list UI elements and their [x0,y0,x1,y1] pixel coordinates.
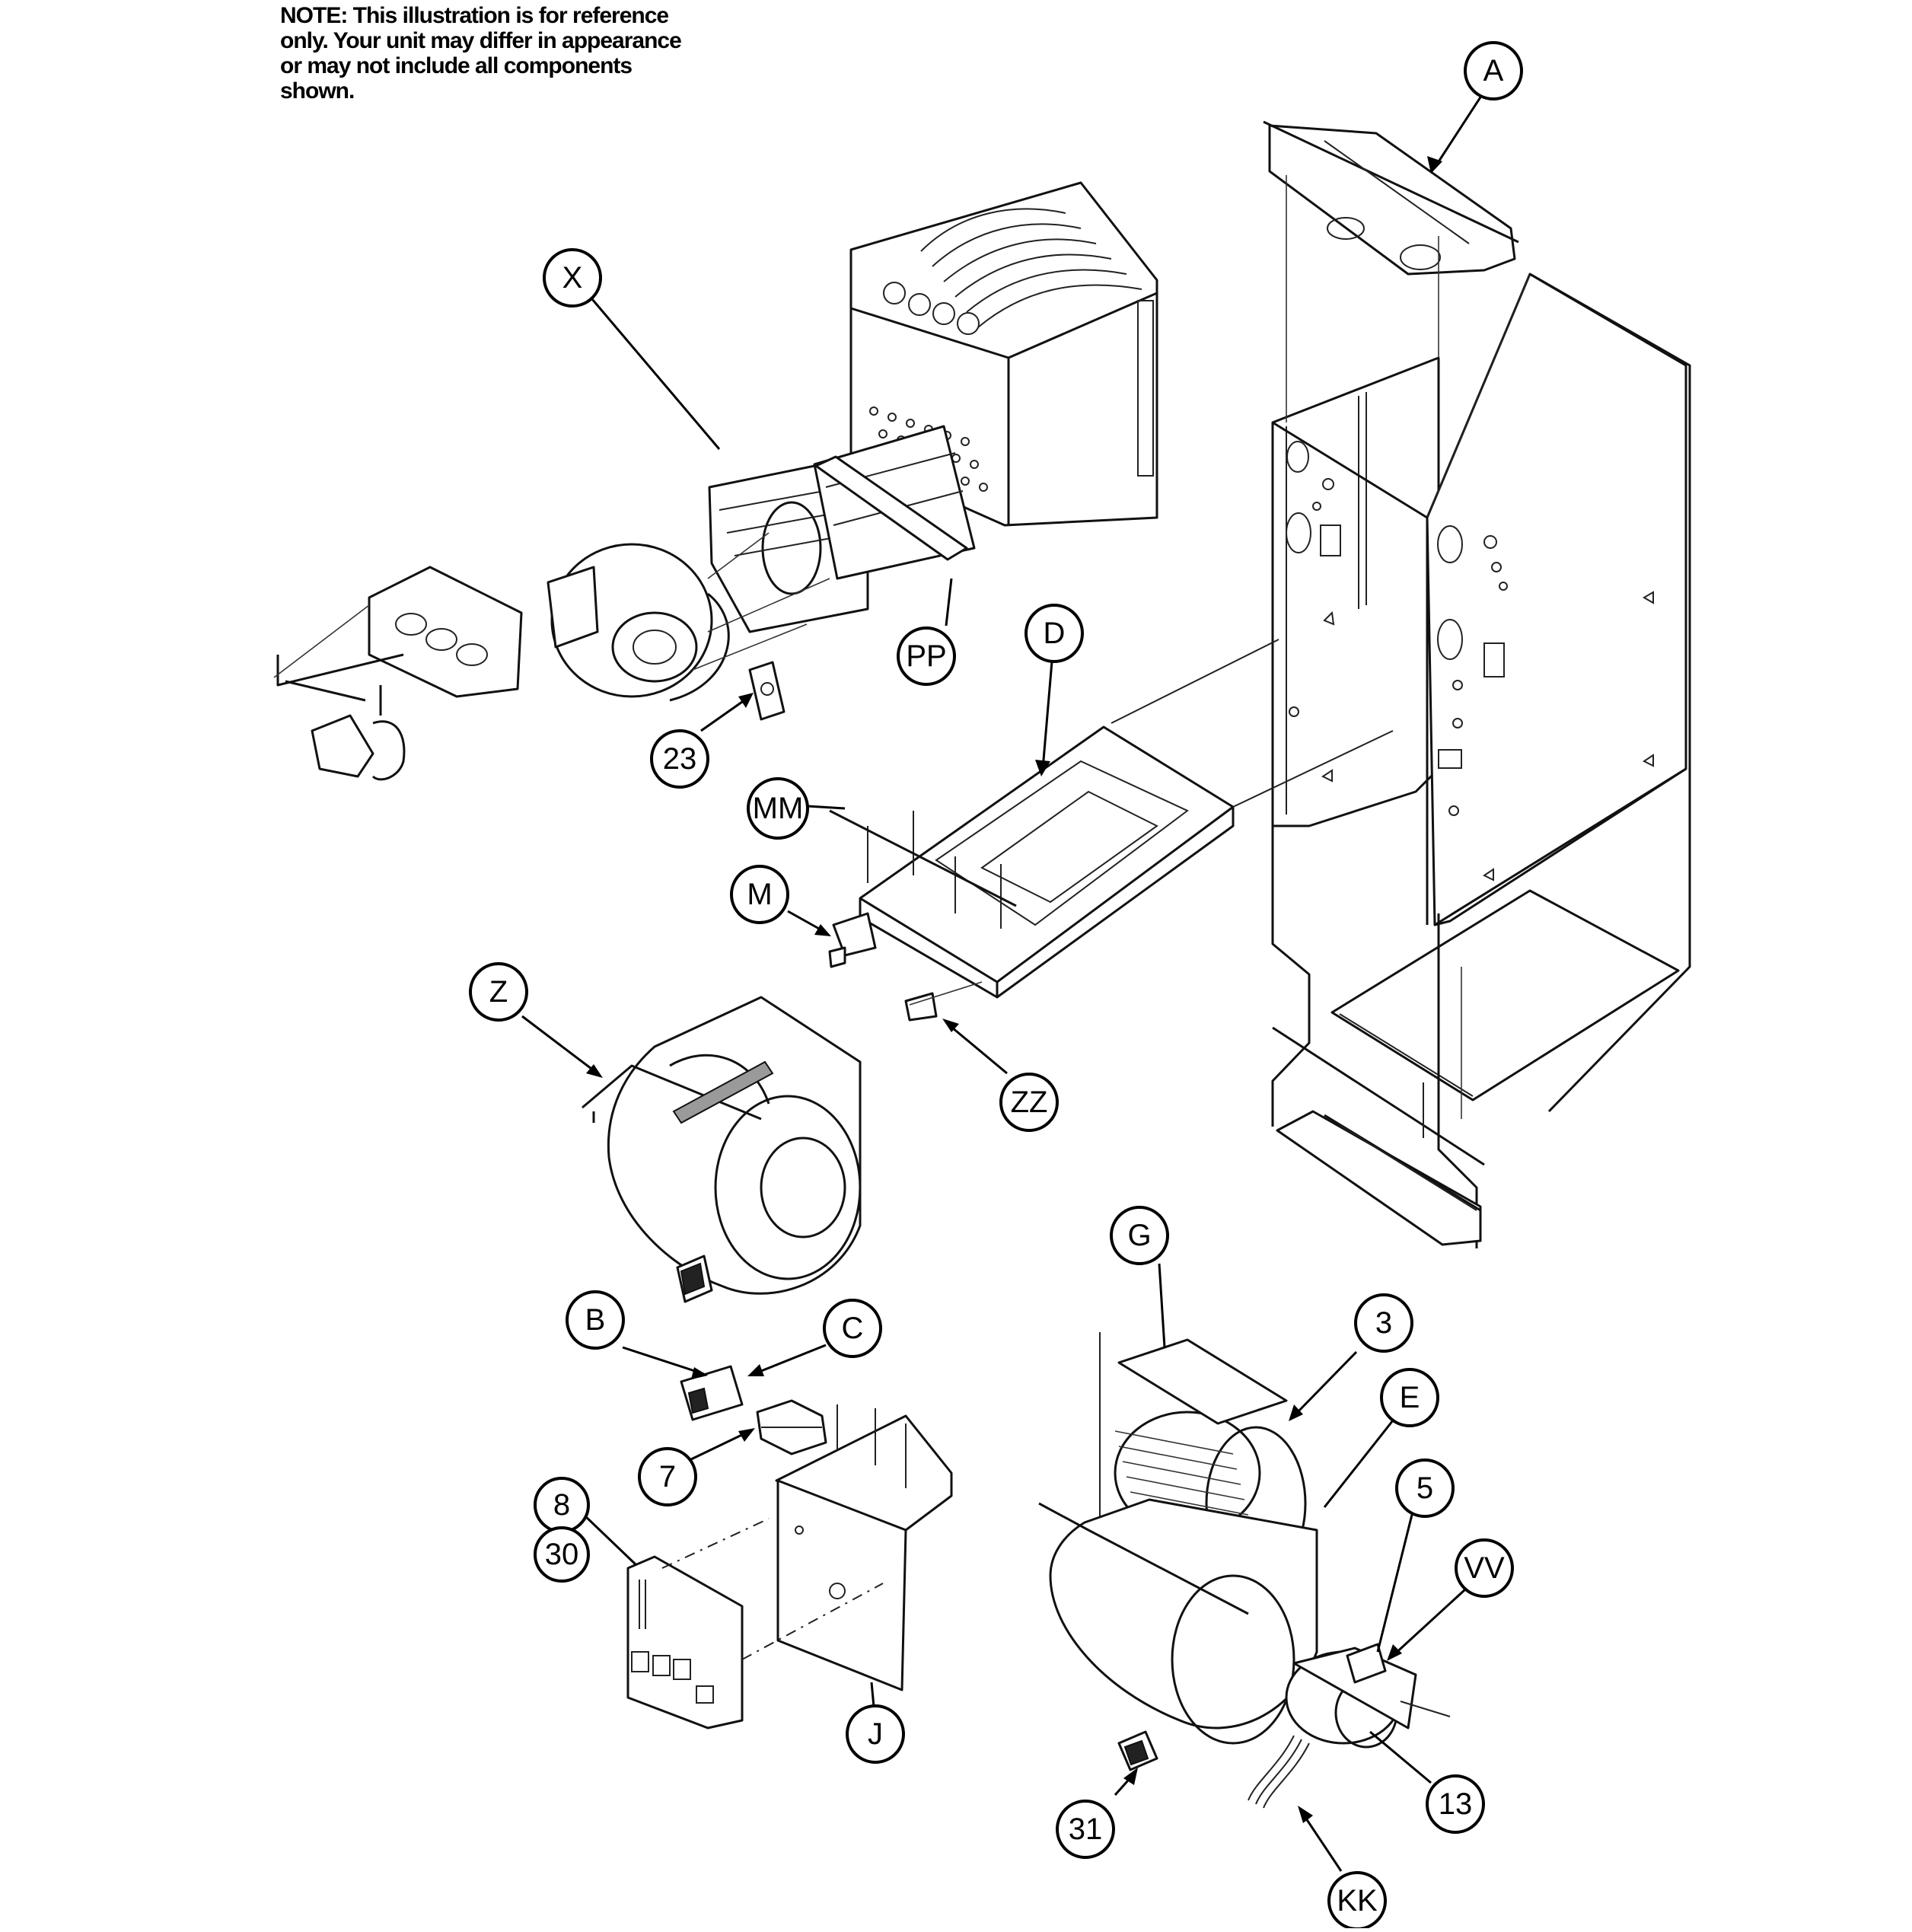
callout-A: A [1464,41,1523,100]
callout-D: D [1025,604,1084,663]
svg-text:D: D [1044,617,1066,650]
svg-text:3: 3 [1375,1306,1392,1340]
callout-PP: PP [897,626,956,686]
svg-text:30: 30 [545,1538,579,1571]
svg-text:VV: VV [1464,1551,1505,1585]
callout-VV: VV [1455,1538,1514,1598]
door-switch [828,912,877,968]
callout-13: 13 [1426,1774,1485,1834]
svg-text:MM: MM [753,792,804,825]
callout-G: G [1110,1206,1169,1265]
svg-text:8: 8 [553,1488,570,1522]
blower-housing-upper [582,996,862,1303]
blower-deck [829,639,1394,999]
svg-text:Z: Z [489,975,508,1009]
svg-text:23: 23 [663,742,697,776]
svg-text:E: E [1400,1381,1420,1414]
bracket-zz [904,981,983,1022]
inducer-blower [547,532,830,702]
capacitor-b [680,1365,744,1421]
manifold-bracket [814,455,968,561]
svg-text:KK: KK [1337,1884,1378,1918]
control-board-8 [626,1518,884,1730]
callout-Z: Z [469,962,528,1022]
blower-housing-e [1038,1498,1318,1745]
transformer-7 [756,1399,827,1455]
svg-text:13: 13 [1439,1787,1473,1821]
svg-text:B: B [585,1303,606,1337]
callout-5: 5 [1395,1459,1455,1518]
leader-lines [521,73,1497,1872]
svg-text:M: M [747,878,772,911]
control-box-j [775,1404,953,1691]
svg-text:ZZ: ZZ [1011,1086,1048,1119]
svg-text:C: C [842,1312,864,1345]
svg-text:31: 31 [1069,1812,1103,1846]
callout-C: C [823,1299,882,1358]
callout-30: 30 [534,1526,590,1583]
motor-mount-vv [1346,1643,1387,1684]
svg-text:J: J [868,1717,883,1751]
svg-text:PP: PP [906,639,946,673]
capacitor-31 [1117,1730,1158,1771]
pressure-switch [748,661,786,721]
callout-J: J [846,1704,905,1764]
reference-note: NOTE: This illustration is for reference… [280,3,682,104]
callout-31: 31 [1056,1800,1115,1859]
callout-3: 3 [1354,1293,1413,1353]
svg-text:5: 5 [1416,1471,1433,1505]
callout-M: M [730,865,789,924]
callout-ZZ: ZZ [999,1073,1059,1132]
svg-text:G: G [1127,1219,1151,1252]
cabinet-assembly [1263,120,1691,1248]
callout-KK: KK [1327,1871,1387,1930]
callout-X: X [543,248,602,308]
callout-E: E [1380,1368,1439,1427]
svg-text:X: X [562,261,583,295]
callout-B: B [566,1290,625,1350]
callout-MM: MM [747,777,809,840]
gas-valve-manifold [273,566,523,781]
svg-text:A: A [1483,54,1504,88]
svg-text:7: 7 [659,1460,676,1494]
callout-8: 8 [534,1477,590,1533]
callout-7: 7 [638,1447,697,1506]
callout-23: 23 [650,729,709,789]
